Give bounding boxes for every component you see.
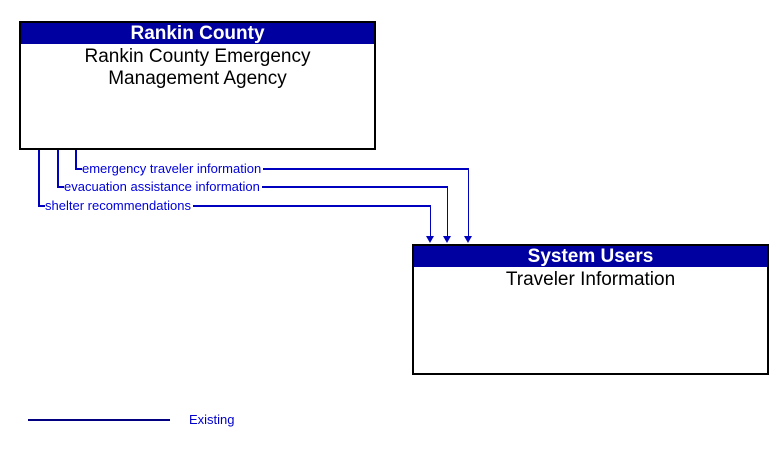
entity-header-system-users: System Users [414,246,767,267]
entity-box-rankin-county: Rankin County Rankin County Emergency Ma… [19,21,376,150]
flow-label: evacuation assistance information [64,179,260,194]
flow-line-segment [38,150,40,206]
arrowhead-down-icon [443,236,451,243]
flow-line-segment [75,150,77,169]
flow-label: shelter recommendations [45,198,191,213]
flow-evacuation-assistance-information: evacuation assistance information [57,179,448,195]
flow-line-segment [263,168,469,170]
flow-line-segment [75,168,82,170]
arrowhead-down-icon [426,236,434,243]
flow-line-segment [467,169,469,236]
flow-line-segment [38,205,45,207]
flow-line-segment [261,186,448,188]
flow-emergency-traveler-information: emergency traveler information [75,161,469,177]
flow-line-segment [57,186,64,188]
flow-label: emergency traveler information [82,161,262,176]
arrowhead-down-icon [464,236,472,243]
entity-name-rankin-county-ema: Rankin County Emergency Management Agenc… [84,46,311,89]
entity-header-rankin-county: Rankin County [21,23,374,44]
entity-body-system-users: Traveler Information [414,267,767,291]
flow-line-segment [57,150,59,187]
legend-existing-line [28,419,170,421]
flow-line-segment [446,187,448,236]
entity-body-rankin-county: Rankin County Emergency Management Agenc… [21,44,374,90]
entity-name-traveler-information: Traveler Information [505,269,676,290]
flow-line-segment [192,205,431,207]
entity-box-system-users: System Users Traveler Information [412,244,769,375]
flow-line-segment [429,206,431,236]
legend-existing-label: Existing [189,412,235,427]
flow-shelter-recommendations: shelter recommendations [38,198,431,214]
